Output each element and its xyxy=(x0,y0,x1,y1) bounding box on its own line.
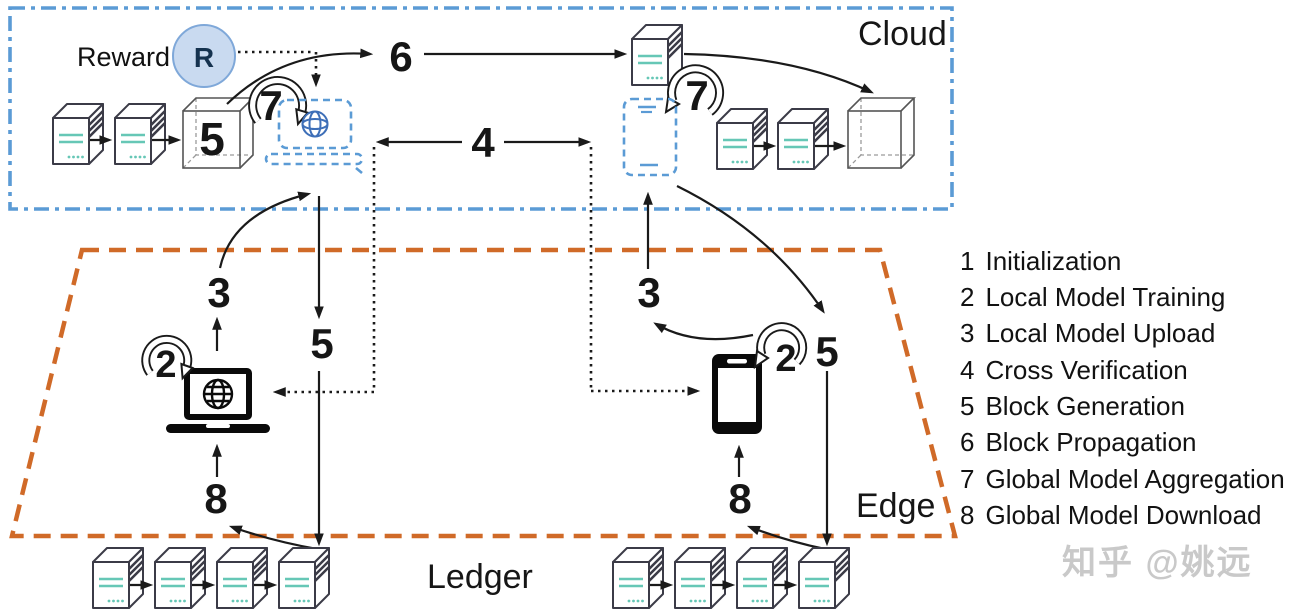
block-icon xyxy=(674,546,726,609)
legend-item-number: 6 xyxy=(960,427,974,457)
block-icon xyxy=(216,546,268,609)
watermark: 知乎 @姚远 xyxy=(1062,544,1253,582)
legend-item-number: 3 xyxy=(960,318,974,348)
step3-upload-curve-left xyxy=(218,191,312,269)
block-icon xyxy=(278,546,330,609)
step3-curve-from-phone xyxy=(653,322,754,341)
legend-item: 7 Global Model Aggregation xyxy=(960,464,1285,494)
legend-item-number: 2 xyxy=(960,282,974,312)
legend-item-label: Global Model Download xyxy=(985,500,1261,530)
aggregation-cycle-icon-right xyxy=(664,64,724,116)
phone-icon xyxy=(712,354,762,434)
legend-item: 2 Local Model Training xyxy=(960,282,1225,312)
candidate-block-cube xyxy=(182,97,255,169)
step-label-7-left: 7 xyxy=(259,82,282,129)
edge-region-border xyxy=(9,247,958,539)
legend-item: 1 Initialization xyxy=(960,246,1121,276)
training-cycle-icon-right xyxy=(753,322,808,370)
step-label-8-right: 8 xyxy=(728,475,751,522)
step-label-8-left: 8 xyxy=(204,475,227,522)
global-model-phone-dashed-icon xyxy=(622,97,678,177)
aggregation-cycle-icon-left xyxy=(248,76,310,127)
globe-icon xyxy=(202,378,234,410)
global-model-globe-icon xyxy=(301,110,329,138)
step-label-2-left: 2 xyxy=(155,344,176,386)
block-icon xyxy=(716,107,768,170)
block-icon xyxy=(92,546,144,609)
step-label-6: 6 xyxy=(389,33,412,80)
step-label-5-right: 5 xyxy=(815,328,838,375)
reward-label: Reward xyxy=(77,42,170,72)
block-icon xyxy=(52,102,104,165)
training-cycle-icon-left xyxy=(141,334,195,381)
legend-item: 3 Local Model Upload xyxy=(960,318,1215,348)
legend-item-number: 1 xyxy=(960,246,974,276)
legend-item-label: Local Model Training xyxy=(985,282,1225,312)
legend-item: 5 Block Generation xyxy=(960,391,1185,421)
block-icon xyxy=(777,107,829,170)
step-label-3-right: 3 xyxy=(637,269,660,316)
block-icon xyxy=(114,102,166,165)
step5-curve-right xyxy=(676,185,825,314)
step-label-7-right: 7 xyxy=(685,72,708,119)
legend-item: 4 Cross Verification xyxy=(960,355,1188,385)
block-icon xyxy=(798,546,850,609)
legend-item-label: Initialization xyxy=(985,246,1121,276)
legend-item: 8 Global Model Download xyxy=(960,500,1262,530)
ledger-label: Ledger xyxy=(427,558,533,596)
cloud-region-label: Cloud xyxy=(858,15,947,53)
block-icon xyxy=(612,546,664,609)
candidate-block-number: 5 xyxy=(199,113,225,165)
legend-item-number: 8 xyxy=(960,500,974,530)
legend-item-label: Global Model Aggregation xyxy=(985,464,1284,494)
block-icon xyxy=(736,546,788,609)
step-label-4: 4 xyxy=(471,119,495,166)
block-to-cube-curve xyxy=(683,52,874,94)
edge-region-label: Edge xyxy=(856,487,935,525)
legend-item-number: 5 xyxy=(960,391,974,421)
legend-item-label: Block Propagation xyxy=(985,427,1196,457)
legend-item-label: Local Model Upload xyxy=(985,318,1215,348)
reward-token-circle xyxy=(172,24,236,88)
legend-item: 6 Block Propagation xyxy=(960,427,1197,457)
step-label-3-left: 3 xyxy=(207,269,230,316)
cloud-region-border xyxy=(8,6,954,211)
step-label-2-right: 2 xyxy=(775,338,796,380)
legend-item-label: Cross Verification xyxy=(985,355,1187,385)
global-model-laptop-dashed-icon xyxy=(264,98,364,174)
block-icon xyxy=(154,546,206,609)
legend-item-number: 7 xyxy=(960,464,974,494)
reward-token-letter: R xyxy=(194,42,214,73)
step-label-5-left: 5 xyxy=(310,320,333,367)
ledger-chain-right xyxy=(612,546,850,609)
step6-propagation-curve xyxy=(226,48,374,105)
legend-item-number: 4 xyxy=(960,355,974,385)
step8-curve-right xyxy=(746,525,826,551)
laptop-icon xyxy=(166,368,270,433)
empty-block-cube xyxy=(847,97,916,169)
ledger-chain-left xyxy=(92,546,330,609)
legend-item-label: Block Generation xyxy=(985,391,1184,421)
